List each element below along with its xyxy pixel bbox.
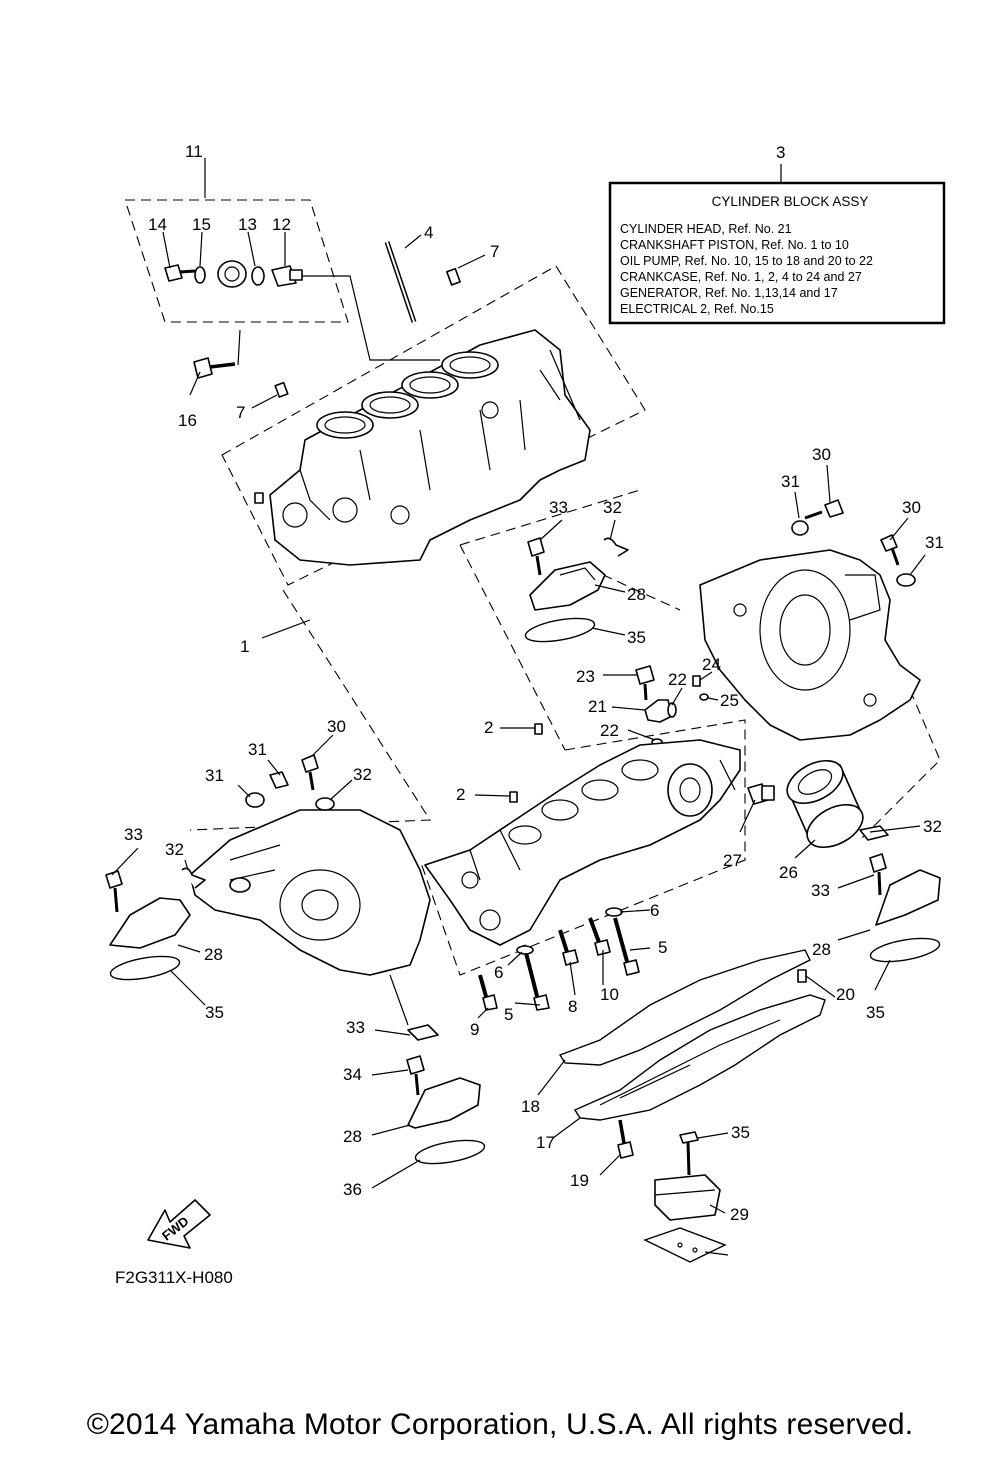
bolt: [880, 534, 898, 552]
assy-box-line: CRANKCASE, Ref. No. 1, 2, 4 to 24 and 27: [620, 270, 862, 284]
callout-30: 30: [327, 717, 346, 736]
left-generator-cover: [189, 809, 431, 976]
callout-13: 13: [238, 215, 257, 234]
leader-lines: [111, 158, 926, 1256]
assy-box-line: GENERATOR, Ref. No. 1,13,14 and 17: [620, 286, 838, 300]
callout-2: 2: [484, 718, 493, 737]
callout-31: 31: [205, 766, 224, 785]
callout-17: 17: [536, 1133, 555, 1152]
callout-6: 6: [650, 901, 659, 920]
callout-35: 36: [343, 1180, 362, 1199]
callout-9: 9: [470, 1020, 479, 1039]
dowel-pin: [446, 267, 461, 286]
callout-8: 8: [568, 997, 577, 1016]
callout-12: 12: [272, 215, 291, 234]
callout-27: 27: [723, 851, 742, 870]
figure-code: F2G311X-H080: [115, 1268, 233, 1287]
assy-box-line: OIL PUMP, Ref. No. 10, 15 to 18 and 20 t…: [620, 254, 873, 268]
washer: [896, 573, 916, 587]
engine-mount-bottom: [406, 1024, 486, 1165]
callout-33: 33: [811, 881, 830, 900]
callout-32: 33: [346, 1018, 365, 1037]
callout-30: 30: [812, 445, 831, 464]
oil-filter-union: [747, 783, 775, 805]
oil-pan: [558, 949, 826, 1121]
callout-30: 30: [902, 498, 921, 517]
oil-pump-fittings: [509, 665, 709, 803]
washer: [315, 797, 335, 811]
callout-11: 11: [185, 142, 203, 161]
electrical-box: [643, 1131, 727, 1263]
callout-7: 7: [236, 403, 245, 422]
washer: [245, 792, 265, 808]
callout-23: 23: [576, 667, 595, 686]
callout-28: 28: [343, 1127, 362, 1146]
callout-32: 32: [165, 840, 184, 859]
sensor-kit-parts: [164, 260, 303, 379]
callout-22: 22: [668, 670, 687, 689]
assy-box-line: ELECTRICAL 2, Ref. No.15: [620, 302, 774, 316]
bolt: [824, 499, 844, 518]
callout-15: 15: [192, 215, 211, 234]
engine-mount-upper: [524, 537, 629, 643]
callout-32: 32: [923, 817, 942, 836]
callout-35: 35: [205, 1003, 224, 1022]
assy-box-line: CRANKSHAFT PISTON, Ref. No. 1 to 10: [620, 238, 849, 252]
callout-19: 19: [570, 1171, 589, 1190]
callout-5: 5: [658, 938, 667, 957]
oil-filter: [786, 759, 864, 849]
dowel-pin: [254, 492, 264, 504]
bolt: [617, 1141, 634, 1159]
cylinder-block-assy-box: CYLINDER BLOCK ASSY CYLINDER HEAD, Ref. …: [608, 164, 946, 325]
callout-31: 31: [781, 472, 800, 491]
stud-bolt: [384, 241, 417, 323]
callout-25: 25: [720, 691, 739, 710]
callout-18: 18: [521, 1097, 540, 1116]
callout-7: 7: [490, 242, 499, 261]
callout-31: 32: [353, 765, 372, 784]
callout-6: 6: [494, 963, 503, 982]
copyright-notice: ©2014 Yamaha Motor Corporation, U.S.A. A…: [86, 1408, 914, 1441]
engine-mount-left: [105, 867, 206, 981]
dowel-pin: [274, 381, 289, 398]
crankcase-bolts: [478, 907, 640, 1011]
callout-33: 33: [549, 498, 568, 517]
callout-22: 22: [600, 721, 619, 740]
callout-2: 2: [456, 785, 465, 804]
callout-29: 29: [730, 1205, 749, 1224]
callout-5: 5: [504, 1005, 513, 1024]
right-housing-cover: [699, 549, 921, 741]
callout-labels: 1 2 2 3 4 5 5 6 6 7 7 8 9 10 11 12 13 14…: [124, 142, 944, 1224]
callout-10: 10: [600, 985, 619, 1004]
callout-28: 28: [812, 940, 831, 959]
callout-24: 24: [702, 655, 721, 674]
callout-21: 21: [588, 697, 607, 716]
callout-3: 3: [776, 143, 785, 162]
bolt: [301, 754, 319, 773]
callout-1: 1: [240, 637, 249, 656]
assy-box-line: CYLINDER HEAD, Ref. No. 21: [620, 222, 792, 236]
assy-box-title: CYLINDER BLOCK ASSY: [712, 194, 869, 209]
callout-35: 35: [866, 1003, 885, 1022]
engine-mount-right: [859, 825, 941, 963]
callout-30: 31: [248, 740, 267, 759]
washer: [791, 520, 809, 536]
callout-34: 35: [731, 1123, 750, 1142]
callout-31: 31: [925, 533, 944, 552]
callout-16: 16: [178, 411, 197, 430]
callout-33: 33: [124, 825, 143, 844]
crankcase: [424, 739, 741, 946]
callout-14: 14: [148, 215, 167, 234]
callout-28: 28: [204, 945, 223, 964]
callout-35: 35: [627, 628, 646, 647]
forward-direction-arrow: FWD: [147, 1199, 211, 1249]
callout-33: 34: [343, 1065, 362, 1084]
callout-20: 20: [836, 985, 855, 1004]
callout-26: 26: [779, 863, 798, 882]
callout-4: 4: [424, 223, 433, 242]
cylinder-block: [269, 329, 591, 566]
callout-32: 32: [603, 498, 622, 517]
callout-28: 28: [627, 585, 646, 604]
